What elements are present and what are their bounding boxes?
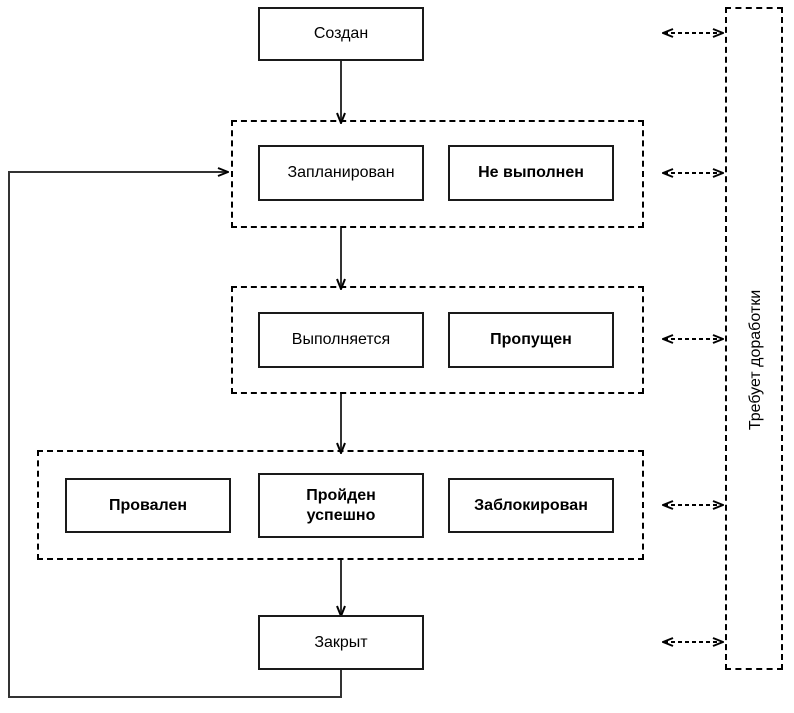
node-in-progress[interactable]: Выполняется: [258, 312, 424, 368]
node-planned[interactable]: Запланирован: [258, 145, 424, 201]
group-execution-stage: [231, 286, 644, 394]
node-blocked[interactable]: Заблокирован: [448, 478, 614, 533]
rework-label: Требует доработки: [747, 289, 764, 431]
node-closed[interactable]: Закрыт: [258, 615, 424, 670]
node-passed-label-line1: Пройден: [306, 486, 376, 504]
node-blocked-label: Заблокирован: [474, 496, 588, 514]
node-created-label: Создан: [313, 25, 369, 42]
node-planned-label: Запланирован: [287, 164, 395, 181]
node-created[interactable]: Создан: [258, 7, 424, 61]
node-passed-label-line2: успешно: [306, 506, 376, 524]
rework-container: [725, 7, 783, 670]
node-in-progress-label: Выполняется: [291, 331, 391, 348]
node-skipped[interactable]: Пропущен: [448, 312, 614, 368]
node-not-executed[interactable]: Не выполнен: [448, 145, 614, 201]
node-skipped-label: Пропущен: [490, 331, 572, 348]
group-planned-stage: [231, 120, 644, 228]
edge-closed-loopback-to-planned: [8, 172, 342, 698]
node-not-executed-label: Не выполнен: [478, 164, 584, 181]
node-passed[interactable]: Пройден успешно: [258, 473, 424, 538]
node-failed[interactable]: Провален: [65, 478, 231, 533]
node-closed-label: Закрыт: [314, 633, 368, 651]
node-failed-label: Провален: [108, 496, 188, 514]
